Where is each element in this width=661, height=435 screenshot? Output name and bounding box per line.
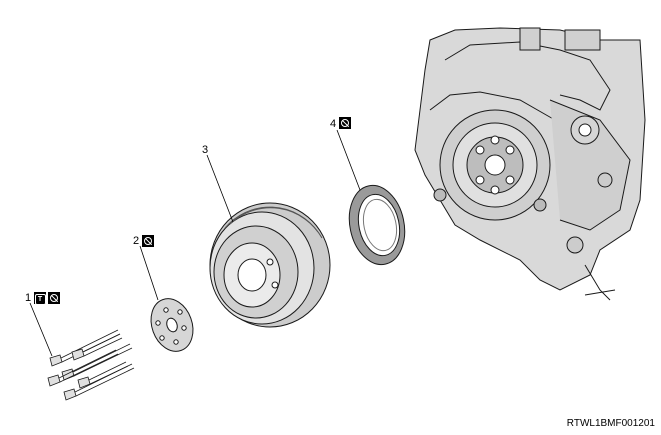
callout-2-label: 2 bbox=[133, 235, 140, 247]
do-not-reuse-icon bbox=[48, 292, 60, 304]
do-not-reuse-icon bbox=[339, 117, 351, 129]
tighten-torque-icon: T bbox=[34, 292, 46, 305]
pulley-plate bbox=[150, 298, 194, 352]
crankshaft-pulley bbox=[209, 202, 331, 328]
engine-block bbox=[414, 27, 646, 301]
callout-1-label: 1 bbox=[25, 292, 32, 304]
front-oil-seal bbox=[348, 184, 406, 266]
do-not-reuse-icon bbox=[142, 235, 154, 247]
callout-3-label: 3 bbox=[202, 144, 209, 156]
callout-4-label: 4 bbox=[330, 118, 337, 130]
leader-lines bbox=[29, 129, 361, 357]
figure-code: RTWL1BMF001201 bbox=[566, 418, 655, 429]
torque-symbol-letter: T bbox=[34, 294, 46, 305]
pulley-bolts bbox=[47, 329, 135, 401]
